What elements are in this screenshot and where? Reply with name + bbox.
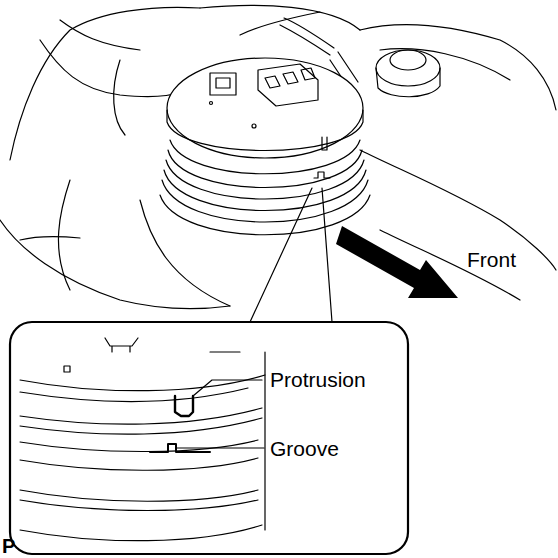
direction-label: Front (467, 249, 516, 270)
part-label: Protrusion (270, 369, 366, 390)
figure-code: P (2, 536, 15, 556)
part-label: Groove (270, 438, 339, 459)
